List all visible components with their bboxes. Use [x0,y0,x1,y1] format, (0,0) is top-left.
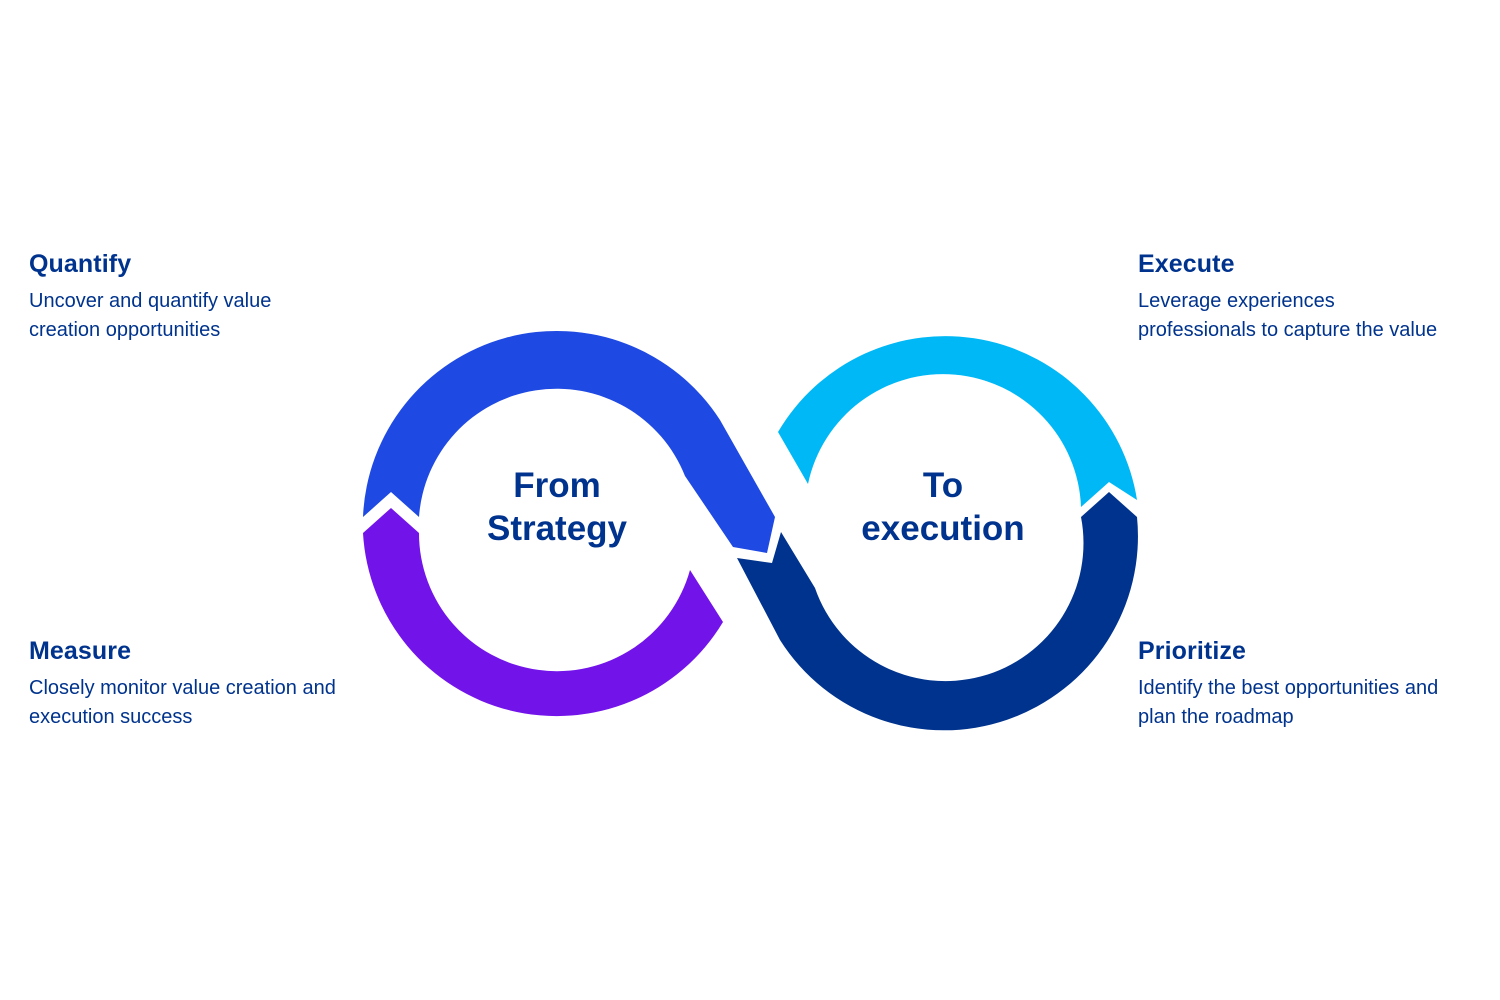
desc-line: Identify the best opportunities and [1138,677,1439,699]
center-left-line1: From [513,466,601,505]
step-quantify: Quantify Uncover and quantify value creat… [29,250,369,344]
step-measure-description: Closely monitor value creation and execut… [29,674,379,731]
desc-line: plan the roadmap [1138,705,1294,728]
step-measure-title: Measure [29,637,132,665]
desc-line: Closely monitor value creation and [29,677,336,699]
segment-prioritize [737,492,1138,731]
desc-line: Leverage experiences [1138,290,1335,312]
segment-quantify [363,330,775,553]
desc-line: creation opportunities [29,318,221,341]
center-left-line2: Strategy [487,509,628,548]
step-prioritize-description: Identify the best opportunities and plan … [1138,674,1488,731]
step-execute: Execute Leverage experiences professional… [1138,250,1488,344]
desc-line: Uncover and quantify value [29,290,272,312]
step-quantify-title: Quantify [29,250,132,278]
segment-measure [363,508,723,717]
step-prioritize: Prioritize Identify the best opportuniti… [1138,637,1488,731]
center-right-line1: To [923,466,963,505]
step-quantify-description: Uncover and quantify value creation oppor… [29,287,369,344]
desc-line: professionals to capture the value [1138,318,1438,341]
step-execute-title: Execute [1138,250,1235,278]
center-right-line2: execution [861,509,1024,548]
segment-execute [778,336,1137,507]
step-measure: Measure Closely monitor value creation a… [29,637,379,731]
desc-line: execution success [29,705,193,728]
step-prioritize-title: Prioritize [1138,637,1246,665]
step-execute-description: Leverage experiences professionals to cap… [1138,287,1488,344]
